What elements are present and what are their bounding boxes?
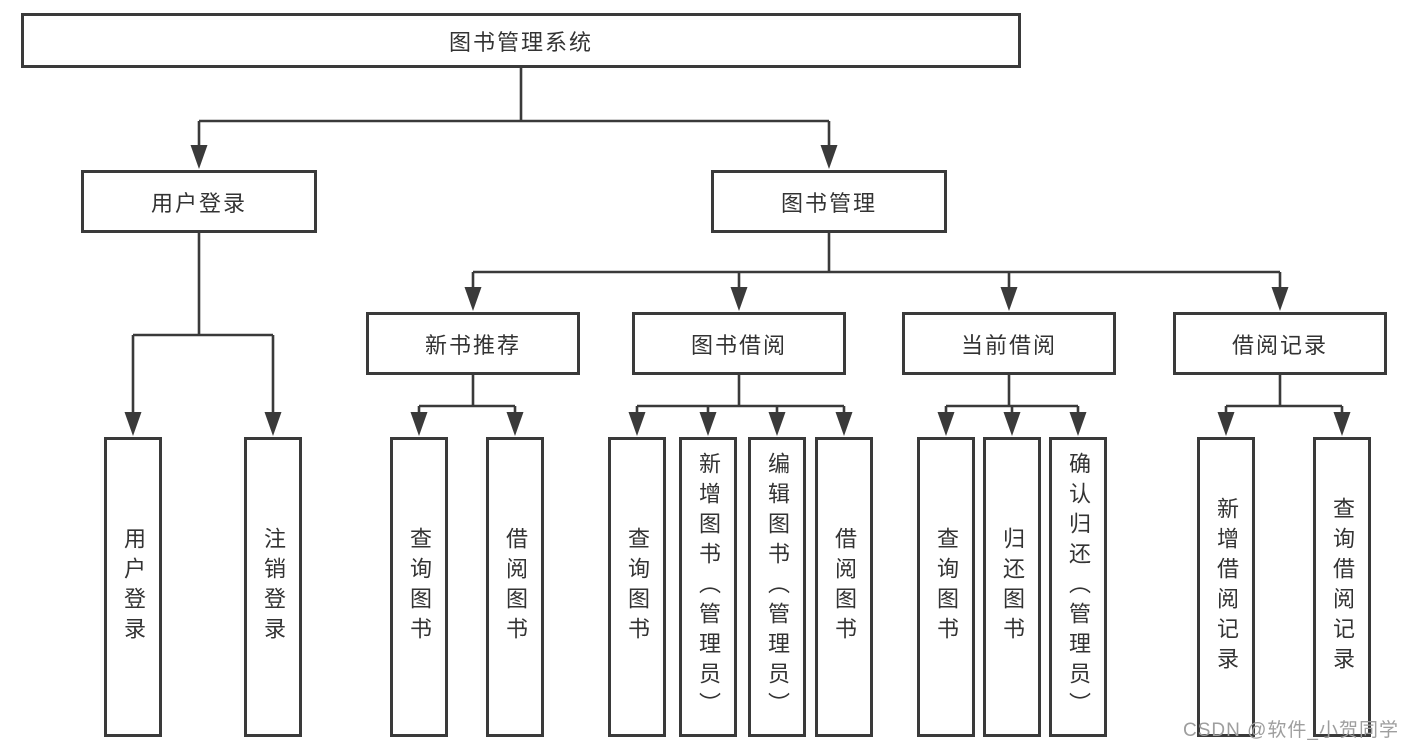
node-user-login-branch: 用户登录 — [81, 170, 317, 233]
node-root-library-system: 图书管理系统 — [21, 13, 1021, 68]
leaf-user-login: 用户登录 — [104, 437, 162, 737]
node-borrowing-records: 借阅记录 — [1173, 312, 1387, 375]
leaf-query-books-borrowing: 查询图书 — [608, 437, 666, 737]
leaf-confirm-return-admin: 确认归还（管理员） — [1049, 437, 1107, 737]
node-book-management-branch: 图书管理 — [711, 170, 947, 233]
leaf-query-books-current: 查询图书 — [917, 437, 975, 737]
leaf-borrow-books-borrowing: 借阅图书 — [815, 437, 873, 737]
leaf-query-borrow-record: 查询借阅记录 — [1313, 437, 1371, 737]
node-current-borrowing: 当前借阅 — [902, 312, 1116, 375]
leaf-add-book-admin: 新增图书（管理员） — [679, 437, 737, 737]
leaf-logout: 注销登录 — [244, 437, 302, 737]
csdn-watermark: CSDN @软件_小贺同学 — [1183, 720, 1399, 741]
node-new-book-recommend: 新书推荐 — [366, 312, 580, 375]
node-book-borrowing: 图书借阅 — [632, 312, 846, 375]
leaf-return-book: 归还图书 — [983, 437, 1041, 737]
leaf-edit-book-admin: 编辑图书（管理员） — [748, 437, 806, 737]
leaf-query-books-recommend: 查询图书 — [390, 437, 448, 737]
leaf-borrow-books-recommend: 借阅图书 — [486, 437, 544, 737]
leaf-add-borrow-record: 新增借阅记录 — [1197, 437, 1255, 737]
